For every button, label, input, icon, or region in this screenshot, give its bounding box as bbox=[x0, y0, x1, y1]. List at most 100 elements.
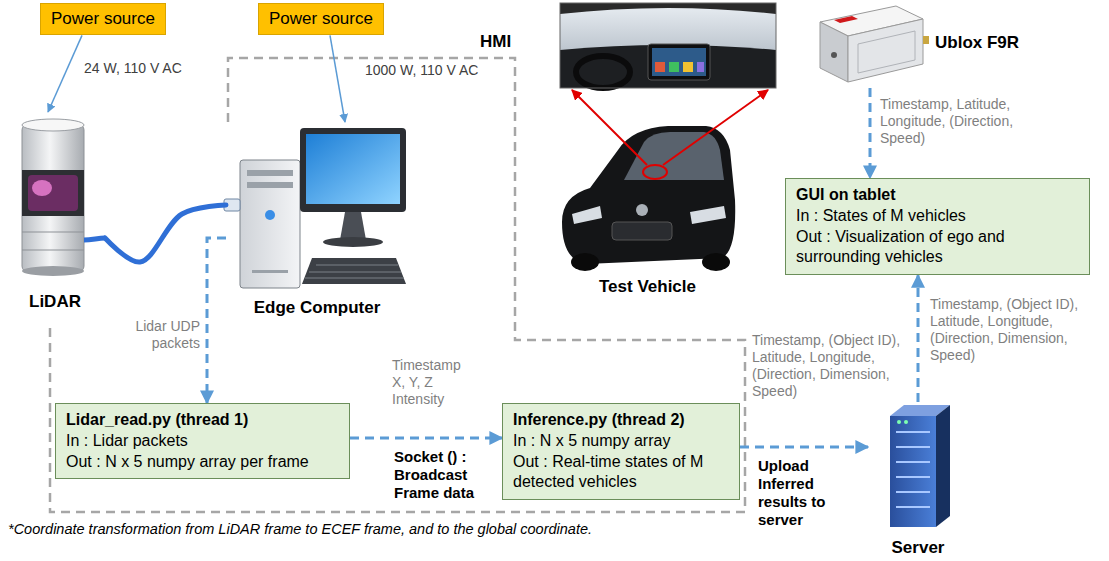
lidar-sensor bbox=[22, 119, 84, 131]
lidar-sensor bbox=[22, 170, 84, 216]
power-line bbox=[48, 35, 82, 112]
ublox-receiver bbox=[923, 36, 929, 44]
server-tower bbox=[896, 432, 930, 507]
edge-computer bbox=[300, 128, 406, 212]
label-holder: Timestamp, Latitude, Longitude, (Directi… bbox=[880, 96, 1038, 147]
annotation-note: Socket () : Broadcast Frame data bbox=[394, 448, 490, 502]
hmi-cockpit bbox=[576, 56, 630, 88]
label-holder: Lidar UDP packets bbox=[122, 318, 200, 352]
edge-computer bbox=[305, 265, 404, 278]
callout-arrow bbox=[572, 90, 647, 165]
hmi-cockpit bbox=[560, 3, 776, 88]
edge-computer bbox=[265, 210, 275, 220]
server-tower bbox=[936, 405, 950, 527]
test-vehicle-car bbox=[612, 222, 672, 240]
edge-boundary-outline bbox=[50, 58, 745, 512]
device-node: Ublox F9R bbox=[810, 2, 1025, 88]
data-flow-arrow bbox=[207, 238, 226, 403]
test-vehicle-car bbox=[690, 206, 726, 224]
data-flow-arrow bbox=[917, 275, 920, 402]
device-node: Server bbox=[868, 402, 968, 558]
ublox-receiver bbox=[831, 52, 837, 58]
lidar-sensor bbox=[22, 250, 84, 251]
annotation-note: Upload Inferred results to server bbox=[758, 457, 844, 529]
device-label: Server bbox=[868, 538, 968, 558]
device-label: Edge Computer bbox=[226, 298, 408, 318]
device-node: HMI bbox=[475, 2, 777, 90]
server-tower bbox=[890, 416, 936, 527]
test-vehicle-car bbox=[643, 165, 667, 179]
ublox-receiver bbox=[820, 6, 929, 82]
power-source-box: Power source bbox=[40, 3, 166, 35]
device-label: HMI bbox=[480, 32, 530, 52]
edge-label: Timestamp, (Object ID), Latitude, Longit… bbox=[752, 332, 912, 400]
box-title: Inference.py (thread 2) bbox=[513, 410, 729, 431]
data-flow-arrow bbox=[350, 437, 502, 440]
callout-arrow bbox=[663, 90, 768, 165]
hmi-cockpit bbox=[697, 62, 704, 72]
server-tower bbox=[897, 420, 901, 424]
edge-label: Timestamp X, Y, Z Intensity bbox=[392, 357, 474, 408]
edge-computer bbox=[247, 170, 293, 176]
device-label: Test Vehicle bbox=[555, 277, 740, 297]
label-holder: *Coordinate transformation from LiDAR fr… bbox=[8, 521, 592, 538]
data-flow-arrow bbox=[869, 88, 872, 178]
box-text: Out : Visualization of ego and surroundi… bbox=[796, 227, 1079, 269]
hmi-cockpit bbox=[560, 45, 776, 88]
edge-label: 1000 W, 110 V AC bbox=[365, 62, 478, 79]
footnote: *Coordinate transformation from LiDAR fr… bbox=[8, 521, 592, 538]
lidar-sensor bbox=[22, 119, 105, 276]
hmi-cockpit bbox=[683, 62, 693, 72]
box-text: In : Lidar packets bbox=[66, 431, 339, 452]
lidar-sensor bbox=[32, 180, 52, 196]
edge-computer bbox=[302, 258, 406, 284]
label-holder: Timestamp, (Object ID), Latitude, Longit… bbox=[930, 296, 1102, 364]
edge-boundary-outline bbox=[50, 58, 745, 512]
label-holder: 24 W, 110 V AC bbox=[84, 60, 182, 77]
server-tower bbox=[904, 420, 908, 424]
edge-computer bbox=[224, 128, 406, 288]
box-text: In : N x 5 numpy array bbox=[513, 431, 729, 452]
device-node: LiDAR bbox=[5, 112, 105, 317]
edge-computer bbox=[247, 182, 293, 188]
device-node: Test Vehicle bbox=[555, 165, 740, 301]
test-vehicle-car bbox=[571, 253, 599, 271]
hmi-cockpit bbox=[560, 3, 776, 14]
test-vehicle-car bbox=[562, 126, 735, 271]
hmi-cockpit bbox=[652, 48, 706, 76]
ublox-receiver bbox=[848, 19, 923, 82]
label-holder: Upload Inferred results to server bbox=[758, 457, 844, 529]
label-holder: Socket () : Broadcast Frame data bbox=[394, 448, 490, 502]
power-line bbox=[330, 35, 345, 122]
hmi-cockpit bbox=[560, 3, 776, 88]
power-label: Power source bbox=[269, 9, 373, 29]
test-vehicle-car bbox=[702, 253, 730, 271]
box-text: Out : N x 5 numpy array per frame bbox=[66, 452, 339, 473]
edge-computer bbox=[240, 160, 300, 288]
edge-computer bbox=[306, 134, 400, 204]
label-holder: Timestamp, (Object ID), Latitude, Longit… bbox=[752, 332, 912, 400]
power-label: Power source bbox=[51, 9, 155, 29]
hmi-cockpit bbox=[648, 44, 710, 80]
process-box: Lidar_read.py (thread 1)In : Lidar packe… bbox=[55, 403, 350, 479]
edge-label: Timestamp, Latitude, Longitude, (Directi… bbox=[880, 96, 1038, 147]
test-vehicle-car bbox=[636, 204, 648, 216]
label-holder: Timestamp X, Y, Z Intensity bbox=[392, 357, 474, 408]
edge-label: Timestamp, (Object ID), Latitude, Longit… bbox=[930, 296, 1102, 364]
box-title: GUI on tablet bbox=[796, 185, 1079, 206]
ublox-receiver bbox=[820, 22, 848, 82]
lidar-sensor bbox=[22, 124, 84, 272]
lidar-sensor bbox=[22, 232, 84, 233]
box-text: Out : Real-time states of M detected veh… bbox=[513, 452, 729, 494]
server-tower bbox=[890, 405, 950, 527]
power-source-box: Power source bbox=[258, 3, 384, 35]
hmi-cockpit bbox=[560, 3, 776, 88]
lidar-sensor bbox=[22, 266, 84, 276]
box-text: In : States of M vehicles bbox=[796, 206, 1079, 227]
data-flow-arrow bbox=[740, 446, 868, 449]
test-vehicle-car bbox=[572, 206, 602, 224]
box-title: Lidar_read.py (thread 1) bbox=[66, 410, 339, 431]
device-label: LiDAR bbox=[5, 292, 105, 312]
edge-label: Lidar UDP packets bbox=[122, 318, 200, 352]
